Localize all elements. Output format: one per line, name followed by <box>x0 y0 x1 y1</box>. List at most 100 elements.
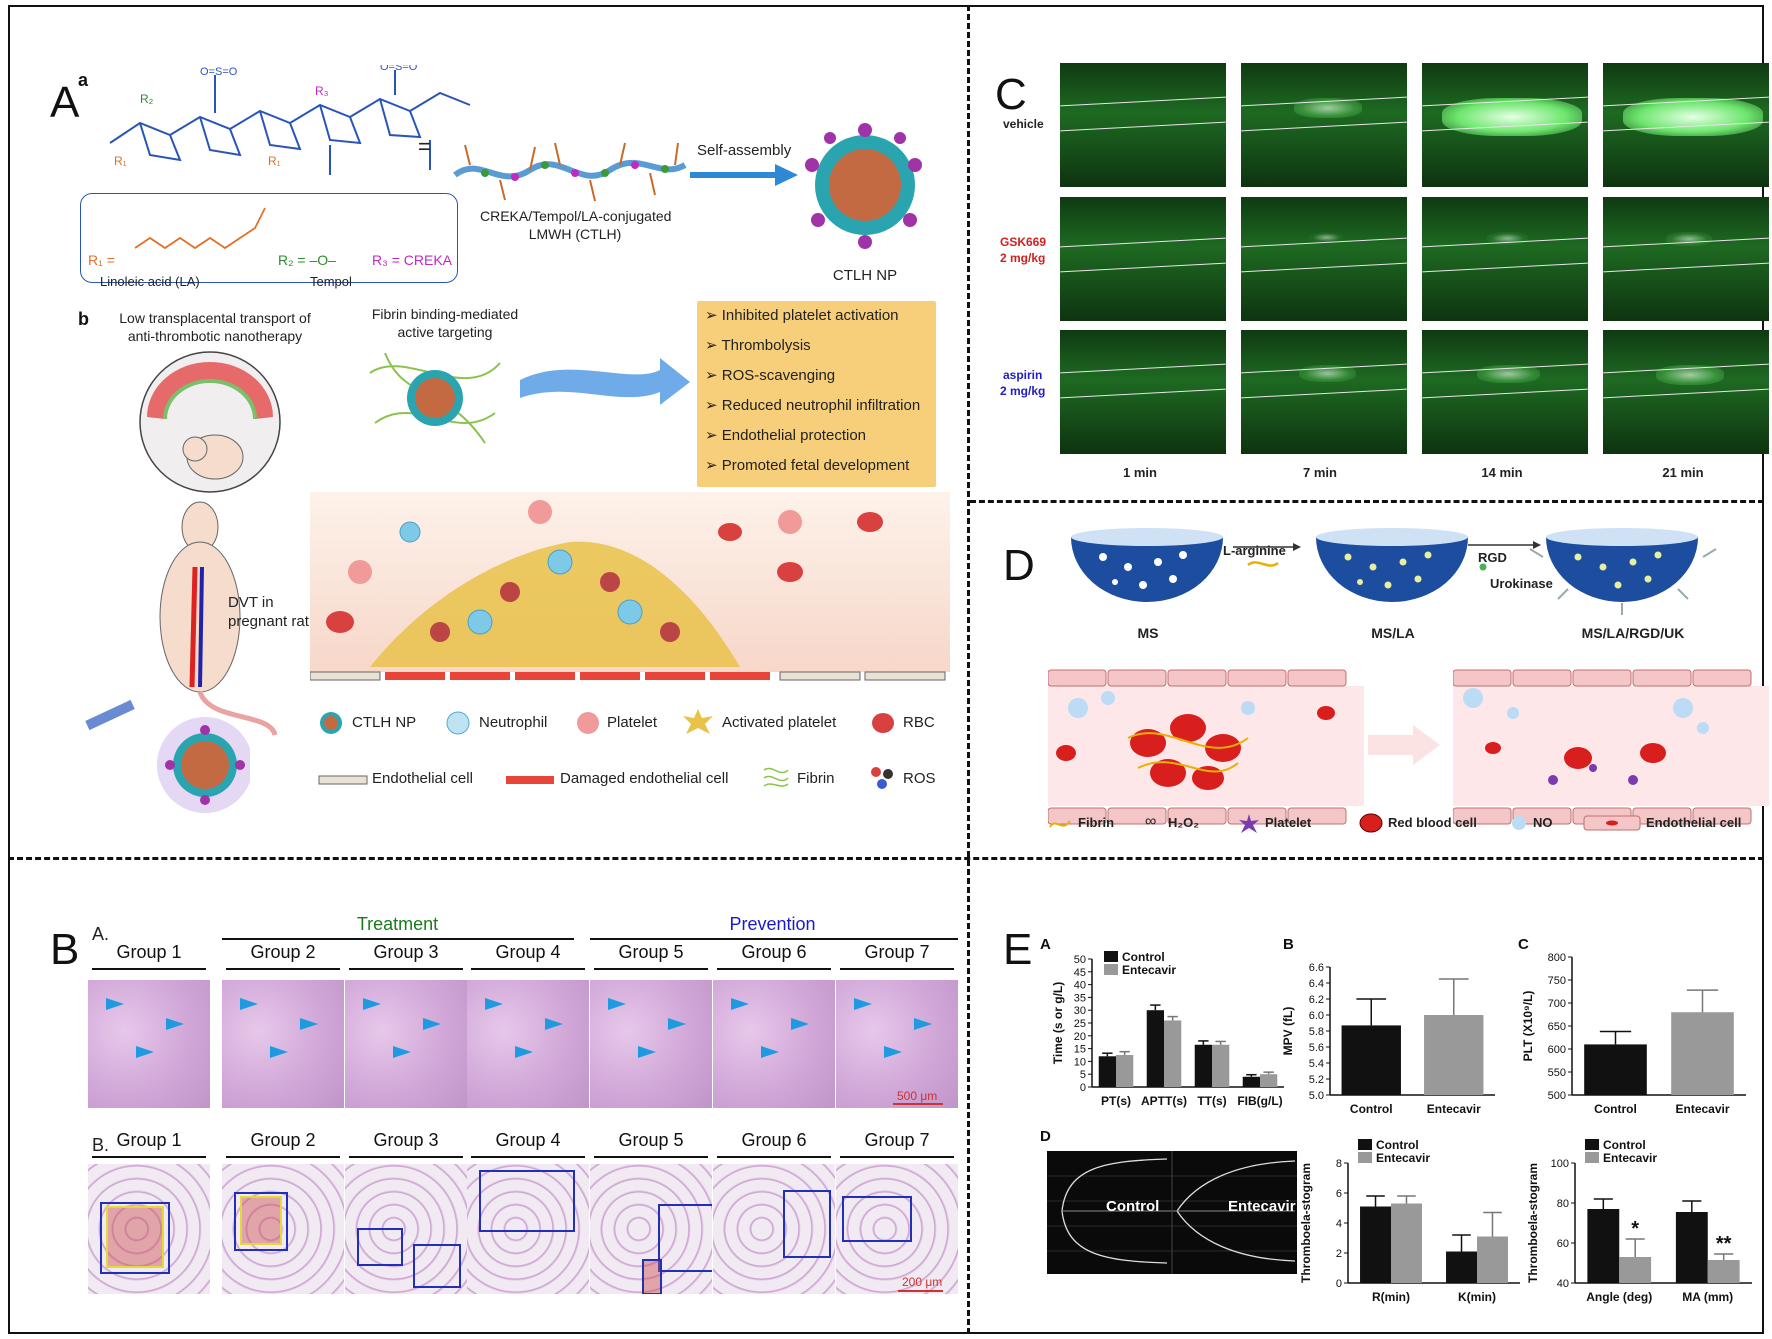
vessel-boundary-line <box>1241 262 1407 273</box>
legend-rbc: RBC <box>903 714 935 731</box>
group-underline <box>717 1156 831 1158</box>
self-assembly-arrow <box>690 164 798 186</box>
arrowhead-marker <box>393 1046 411 1058</box>
significance-marker: * <box>1631 1218 1639 1240</box>
group-label: Group 5 <box>618 942 684 962</box>
significance-marker: ** <box>1716 1233 1732 1255</box>
arrowhead-marker <box>731 998 749 1010</box>
svg-text:R₁: R₁ <box>268 154 281 168</box>
y-tick-label: 6.4 <box>1309 978 1324 990</box>
linoleic-acid-label: Linoleic acid (LA) <box>100 274 200 289</box>
urokinase-label: Urokinase <box>1490 576 1553 591</box>
thrombus-fluorescence <box>1477 365 1540 384</box>
legend-platelet: Platelet <box>607 714 658 731</box>
y-tick-label: 700 <box>1548 998 1566 1010</box>
svg-text:O=S=O: O=S=O <box>200 66 238 78</box>
vessel-boundary-line <box>1241 388 1407 399</box>
thrombus-fluorescence <box>1665 232 1712 247</box>
legend-label: Entecavir <box>1603 1151 1657 1165</box>
chart-e-d-angle-ma: 406080100Thromboela-stogram***ControlEnt… <box>1526 1138 1752 1304</box>
y-tick-label: 6.2 <box>1309 994 1324 1006</box>
liver-section-tile <box>836 980 958 1108</box>
linoleic-acid-structure <box>134 207 266 250</box>
group-label: Group 5 <box>618 1130 684 1150</box>
thrombus-fluorescence <box>1442 98 1582 136</box>
group-label: Group 3 <box>373 942 439 962</box>
d-legend-no: NO <box>1533 815 1553 830</box>
panel-e-sub-b: B <box>1283 936 1294 953</box>
bar <box>1619 1257 1652 1283</box>
bar <box>1212 1044 1230 1087</box>
no-legend-icon <box>1512 816 1526 830</box>
thrombus-highlight-box <box>658 1204 712 1272</box>
arrowhead-marker <box>608 998 626 1010</box>
bar <box>1360 1206 1391 1283</box>
micrograph-tile <box>1603 197 1769 321</box>
y-tick-label: 5.8 <box>1309 1026 1324 1038</box>
clot-highlight-box <box>240 1196 282 1245</box>
legend-swatch <box>1104 964 1118 975</box>
vessel-boundary-line <box>1603 262 1769 273</box>
bar <box>1146 1010 1164 1087</box>
teg-trace-panel <box>1047 1151 1297 1274</box>
chart-e-d-r-k: 02468Thromboela-stogramControlEntecavirR… <box>1299 1138 1520 1304</box>
y-tick-label: 35 <box>1074 992 1086 1004</box>
group-label: Group 4 <box>495 1130 561 1150</box>
legend-ros: ROS <box>903 770 936 787</box>
h2o2-legend-icon: ∞ <box>1145 813 1157 830</box>
thrombus-fluorescence <box>1623 98 1763 136</box>
y-tick-label: 20 <box>1074 1031 1086 1043</box>
y-tick-label: 600 <box>1548 1044 1566 1056</box>
thrombus-highlight-box <box>642 1259 662 1294</box>
arrowhead-marker <box>485 998 503 1010</box>
liver-section-tile <box>467 980 589 1108</box>
row-label-vehicle: vehicle <box>1003 117 1044 131</box>
row-label-aspirin-dose: 2 mg/kg <box>1000 384 1046 398</box>
activated-platelet-legend-icon <box>683 709 713 734</box>
group-underline <box>471 968 585 970</box>
conjugate-label-2: LMWH (CTLH) <box>528 226 622 242</box>
legend-label: Control <box>1603 1138 1646 1152</box>
svg-text:R₃: R₃ <box>315 84 329 98</box>
r3-label: R₃ = CREKA <box>372 252 453 268</box>
legend-label: Entecavir <box>1376 1151 1430 1165</box>
ctlh-chain-graphic <box>453 142 687 202</box>
group-underline <box>840 968 954 970</box>
micrograph-tile <box>1241 197 1407 321</box>
effect-item: ➢ Inhibited platelet activation <box>705 307 899 324</box>
row-label-gsk669: GSK669 <box>1000 235 1047 249</box>
liver-section-tile <box>345 980 467 1108</box>
l-arginine-label: L-arginine <box>1223 543 1286 558</box>
x-tick-label: FIB(g/L) <box>1237 1094 1282 1108</box>
thrombus-fluorescence <box>1655 365 1724 385</box>
bar <box>1341 1025 1401 1095</box>
ms-label: MS <box>1137 625 1159 641</box>
fibrin-targeting-label: Fibrin binding-mediated <box>371 306 519 322</box>
panel-e-sub-c: C <box>1518 936 1529 953</box>
y-axis-label: PLT (X10⁹/L) <box>1521 991 1535 1062</box>
vessel-boundary-line <box>1060 363 1226 374</box>
ctlh-chemical-structure: R₂ R₁ R₃ R₁ O=S=O O=S=O <box>109 65 471 175</box>
bar <box>1242 1076 1260 1087</box>
thrombus-vessel-scene <box>310 492 950 681</box>
panel-e-sub-d: D <box>1040 1128 1051 1145</box>
x-tick-label: Entecavir <box>1675 1102 1729 1116</box>
treatment-arrow <box>1368 725 1440 765</box>
d-legend-h2o2: H₂O₂ <box>1168 815 1200 830</box>
divider-top-bottom <box>8 857 1764 860</box>
teg-entecavir-label: Entecavir <box>1228 1198 1296 1215</box>
placenta-fetus-illustration <box>139 351 281 493</box>
effect-item: ➢ Promoted fetal development <box>705 457 910 474</box>
bar <box>1098 1056 1116 1087</box>
group-label: Group 6 <box>741 942 807 962</box>
time-label: 7 min <box>1303 465 1337 480</box>
arrowhead-marker <box>515 1046 533 1058</box>
ms-la-rgd-uk-label: MS/LA/RGD/UK <box>1581 625 1685 641</box>
x-tick-label: MA (mm) <box>1682 1290 1733 1304</box>
r-groups-box <box>80 193 458 283</box>
group-underline <box>717 968 831 970</box>
platelet-legend-icon <box>1239 814 1259 833</box>
y-tick-label: 25 <box>1074 1018 1086 1030</box>
